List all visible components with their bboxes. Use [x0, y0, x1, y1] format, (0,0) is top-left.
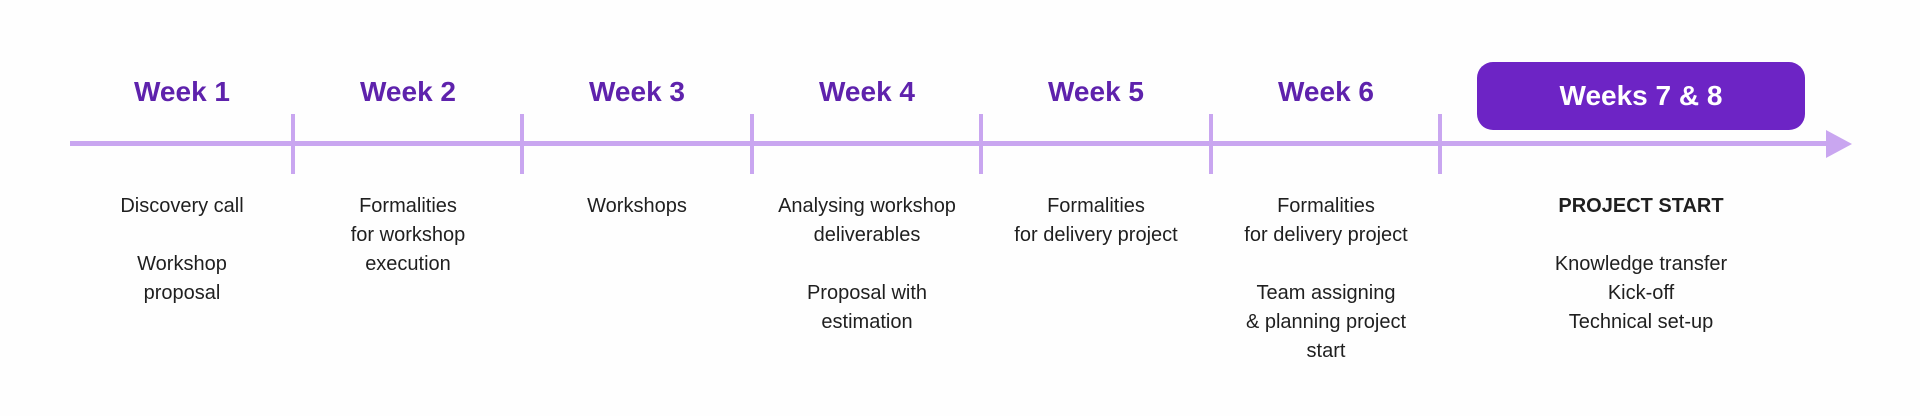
- note-line: execution: [365, 253, 451, 275]
- week-1-heading: Week 1: [134, 76, 230, 107]
- timeline-tick-5: [1209, 114, 1213, 174]
- week-3-notes: Workshops: [587, 192, 687, 221]
- note-line: Knowledge transfer: [1554, 253, 1728, 275]
- week-2-notes: Formalities for workshop execution: [351, 192, 466, 279]
- note-line: & planning project: [1245, 311, 1407, 333]
- note-line: Proposal with: [806, 282, 928, 304]
- weeks-7-8-heading: Weeks 7 & 8: [1559, 80, 1723, 111]
- note-line: for delivery project: [1244, 224, 1408, 246]
- timeline-tick-1: [291, 114, 295, 174]
- note-paragraph: Discovery call: [120, 192, 243, 221]
- week-1-notes: Discovery call Workshop proposal: [120, 192, 243, 308]
- note-line: Discovery call: [120, 195, 244, 217]
- timeline-axis: [70, 141, 1830, 146]
- note-line: Analysing workshop: [778, 195, 956, 217]
- note-line: Workshops: [587, 195, 687, 217]
- note-paragraph: Formalities for delivery project: [1244, 192, 1407, 250]
- note-line: Workshop: [137, 253, 227, 275]
- note-line: for delivery project: [1014, 224, 1178, 246]
- note-line: Formalities: [1277, 195, 1375, 217]
- timeline-tick-3: [750, 114, 754, 174]
- weeks-7-8-badge: Weeks 7 & 8: [1477, 62, 1805, 130]
- note-line: Technical set-up: [1568, 311, 1714, 333]
- note-paragraph: Formalities for delivery project: [1014, 192, 1177, 250]
- week-3-heading: Week 3: [589, 76, 685, 107]
- week-6-notes: Formalities for delivery project Team ass…: [1244, 192, 1407, 366]
- note-line: Formalities: [359, 195, 457, 217]
- week-5-notes: Formalities for delivery project: [1014, 192, 1177, 250]
- note-paragraph: Workshops: [587, 192, 687, 221]
- note-line: deliverables: [813, 224, 921, 246]
- week-6-heading: Week 6: [1278, 76, 1374, 107]
- note-line: Kick-off: [1607, 282, 1675, 304]
- week-2-heading: Week 2: [360, 76, 456, 107]
- note-line: Formalities: [1047, 195, 1145, 217]
- note-line: start: [1306, 340, 1346, 362]
- note-paragraph: Analysing workshop deliverables: [778, 192, 956, 250]
- note-paragraph: Proposal with estimation: [778, 279, 956, 337]
- week-4-notes: Analysing workshop deliverables Proposal …: [778, 192, 956, 337]
- note-line: proposal: [143, 282, 221, 304]
- timeline-tick-2: [520, 114, 524, 174]
- note-line: Team assigning: [1256, 282, 1396, 304]
- timeline-arrowhead-icon: [1826, 130, 1852, 158]
- note-paragraph: Workshop proposal: [120, 250, 243, 308]
- note-line: for workshop: [350, 224, 466, 246]
- note-line: estimation: [821, 311, 913, 333]
- timeline-tick-4: [979, 114, 983, 174]
- note-line: PROJECT START: [1558, 195, 1724, 217]
- note-paragraph: Team assigning & planning project start: [1244, 279, 1407, 366]
- week-4-heading: Week 4: [819, 76, 915, 107]
- project-start-label: PROJECT START: [1555, 192, 1727, 221]
- week-5-heading: Week 5: [1048, 76, 1144, 107]
- note-paragraph: Formalities for workshop execution: [351, 192, 466, 279]
- timeline-tick-6: [1438, 114, 1442, 174]
